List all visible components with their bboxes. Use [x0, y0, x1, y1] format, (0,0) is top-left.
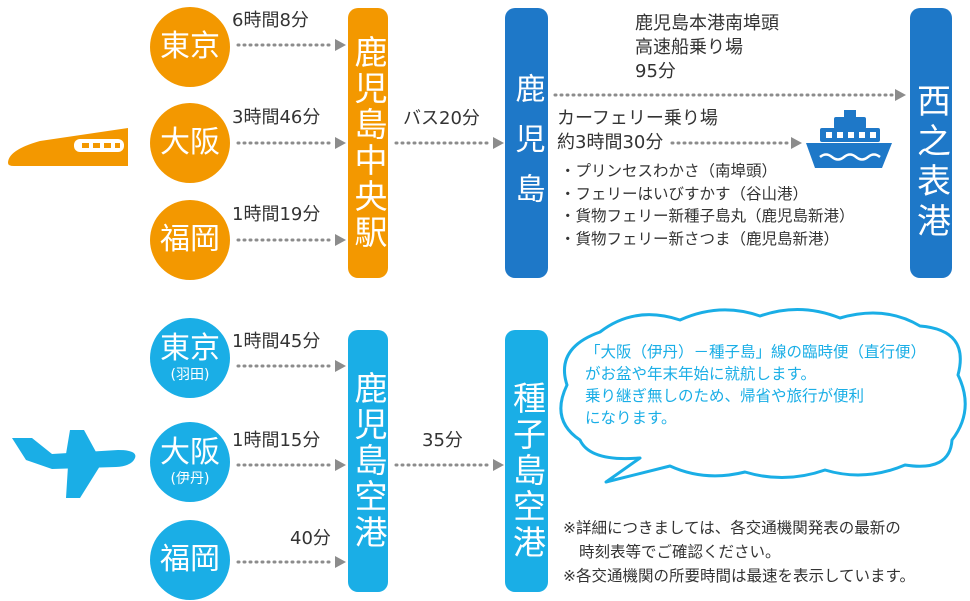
footnote: ※詳細につきましては、各交通機関発表の最新の — [563, 519, 901, 537]
airport-label: (羽田) — [170, 367, 210, 383]
ferry-duration: 約3時間30分 — [557, 132, 664, 153]
origin-fukuoka-air: 福岡 — [150, 520, 230, 600]
list-item: ・フェリーはいびすかす（谷山港） — [560, 184, 809, 203]
origin-fukuoka-rail: 福岡 — [150, 200, 230, 280]
duration-osaka-rail: 3時間46分 — [232, 107, 321, 128]
duration-fukuoka-air: 40分 — [290, 528, 331, 549]
hub-kagoshima-airport: 鹿児島空港 — [348, 330, 388, 592]
origin-tokyo-rail: 東京 — [150, 7, 230, 87]
arrowhead-icon — [335, 556, 346, 568]
highspeed-info: 鹿児島本港南埠頭 高速船乗り場 95分 — [635, 12, 779, 84]
notice-line: 「大阪（伊丹）－種子島」線の臨時便（直行便） — [585, 343, 927, 361]
origin-label: 東京 — [160, 29, 220, 64]
list-item: ・貨物フェリー新さつま（鹿児島新港） — [560, 229, 840, 248]
arrowhead-icon — [335, 39, 346, 51]
footnote: ※各交通機関の所要時間は最速を表示しています。 — [563, 567, 915, 585]
notice-line: がお盆や年末年始に就航します。 — [585, 365, 816, 383]
arrowhead-icon — [895, 89, 906, 101]
arrowhead-icon — [791, 137, 802, 149]
origin-osaka-rail: 大阪 — [150, 103, 230, 183]
notice-line: になります。 — [585, 409, 677, 427]
origin-label: 福岡 — [160, 222, 220, 257]
footnote: 時刻表等でご確認ください。 — [579, 543, 781, 561]
origin-label: 大阪 — [160, 435, 220, 470]
duration-osaka-air: 1時間15分 — [232, 430, 321, 451]
notice-bubble — [559, 308, 967, 484]
destination-tanegashima-airport: 種子島空港 — [505, 330, 548, 592]
notice-text: 「大阪（伊丹）－種子島」線の臨時便（直行便） がお盆や年末年始に就航します。 乗… — [585, 341, 926, 429]
list-item: ・プリンセスわかさ（南埠頭） — [560, 162, 778, 180]
ferry-title: カーフェリー乗り場 — [557, 108, 718, 129]
origin-label: 東京 — [160, 331, 220, 366]
arrowhead-icon — [335, 234, 346, 246]
duration-tokyo-air: 1時間45分 — [232, 331, 321, 352]
ship-icon — [806, 110, 892, 168]
arrowhead-icon — [493, 459, 504, 471]
origin-osaka-air: 大阪 (伊丹) — [150, 422, 230, 502]
origin-label: 福岡 — [160, 542, 220, 577]
hub-kagoshima-port: 鹿児島 — [505, 8, 548, 278]
highspeed-line: 高速船乗り場 — [635, 37, 743, 58]
arrowhead-icon — [493, 137, 504, 149]
duration-tokyo-rail: 6時間8分 — [232, 10, 309, 31]
origin-tokyo-air: 東京 (羽田) — [150, 318, 230, 398]
airport-label: (伊丹) — [170, 471, 210, 487]
train-icon — [8, 128, 128, 166]
highspeed-line: 鹿児島本港南埠頭 — [635, 13, 779, 34]
arrowhead-icon — [335, 360, 346, 372]
arrowhead-icon — [335, 137, 346, 149]
origin-label: 大阪 — [160, 125, 220, 160]
list-item: ・貨物フェリー新種子島丸（鹿児島新港） — [560, 207, 855, 225]
plane-icon — [12, 430, 136, 498]
ferry-ship-list: ・プリンセスわかさ（南埠頭） ・フェリーはいびすかす（谷山港） ・貨物フェリー新… — [560, 160, 855, 250]
arrowhead-icon — [335, 459, 346, 471]
notice-line: 乗り継ぎ無しのため、帰省や旅行が便利 — [585, 387, 865, 405]
destination-nishinoomote-port: 西之表港 — [910, 8, 952, 278]
duration-bus: バス20分 — [403, 108, 480, 129]
highspeed-duration: 95分 — [635, 61, 676, 82]
duration-transfer-air: 35分 — [422, 430, 463, 451]
footnotes: ※詳細につきましては、各交通機関発表の最新の 時刻表等でご確認ください。 ※各交… — [563, 516, 915, 588]
hub-kagoshima-chuo-station: 鹿児島中央駅 — [348, 8, 388, 278]
duration-fukuoka-rail: 1時間19分 — [232, 204, 321, 225]
